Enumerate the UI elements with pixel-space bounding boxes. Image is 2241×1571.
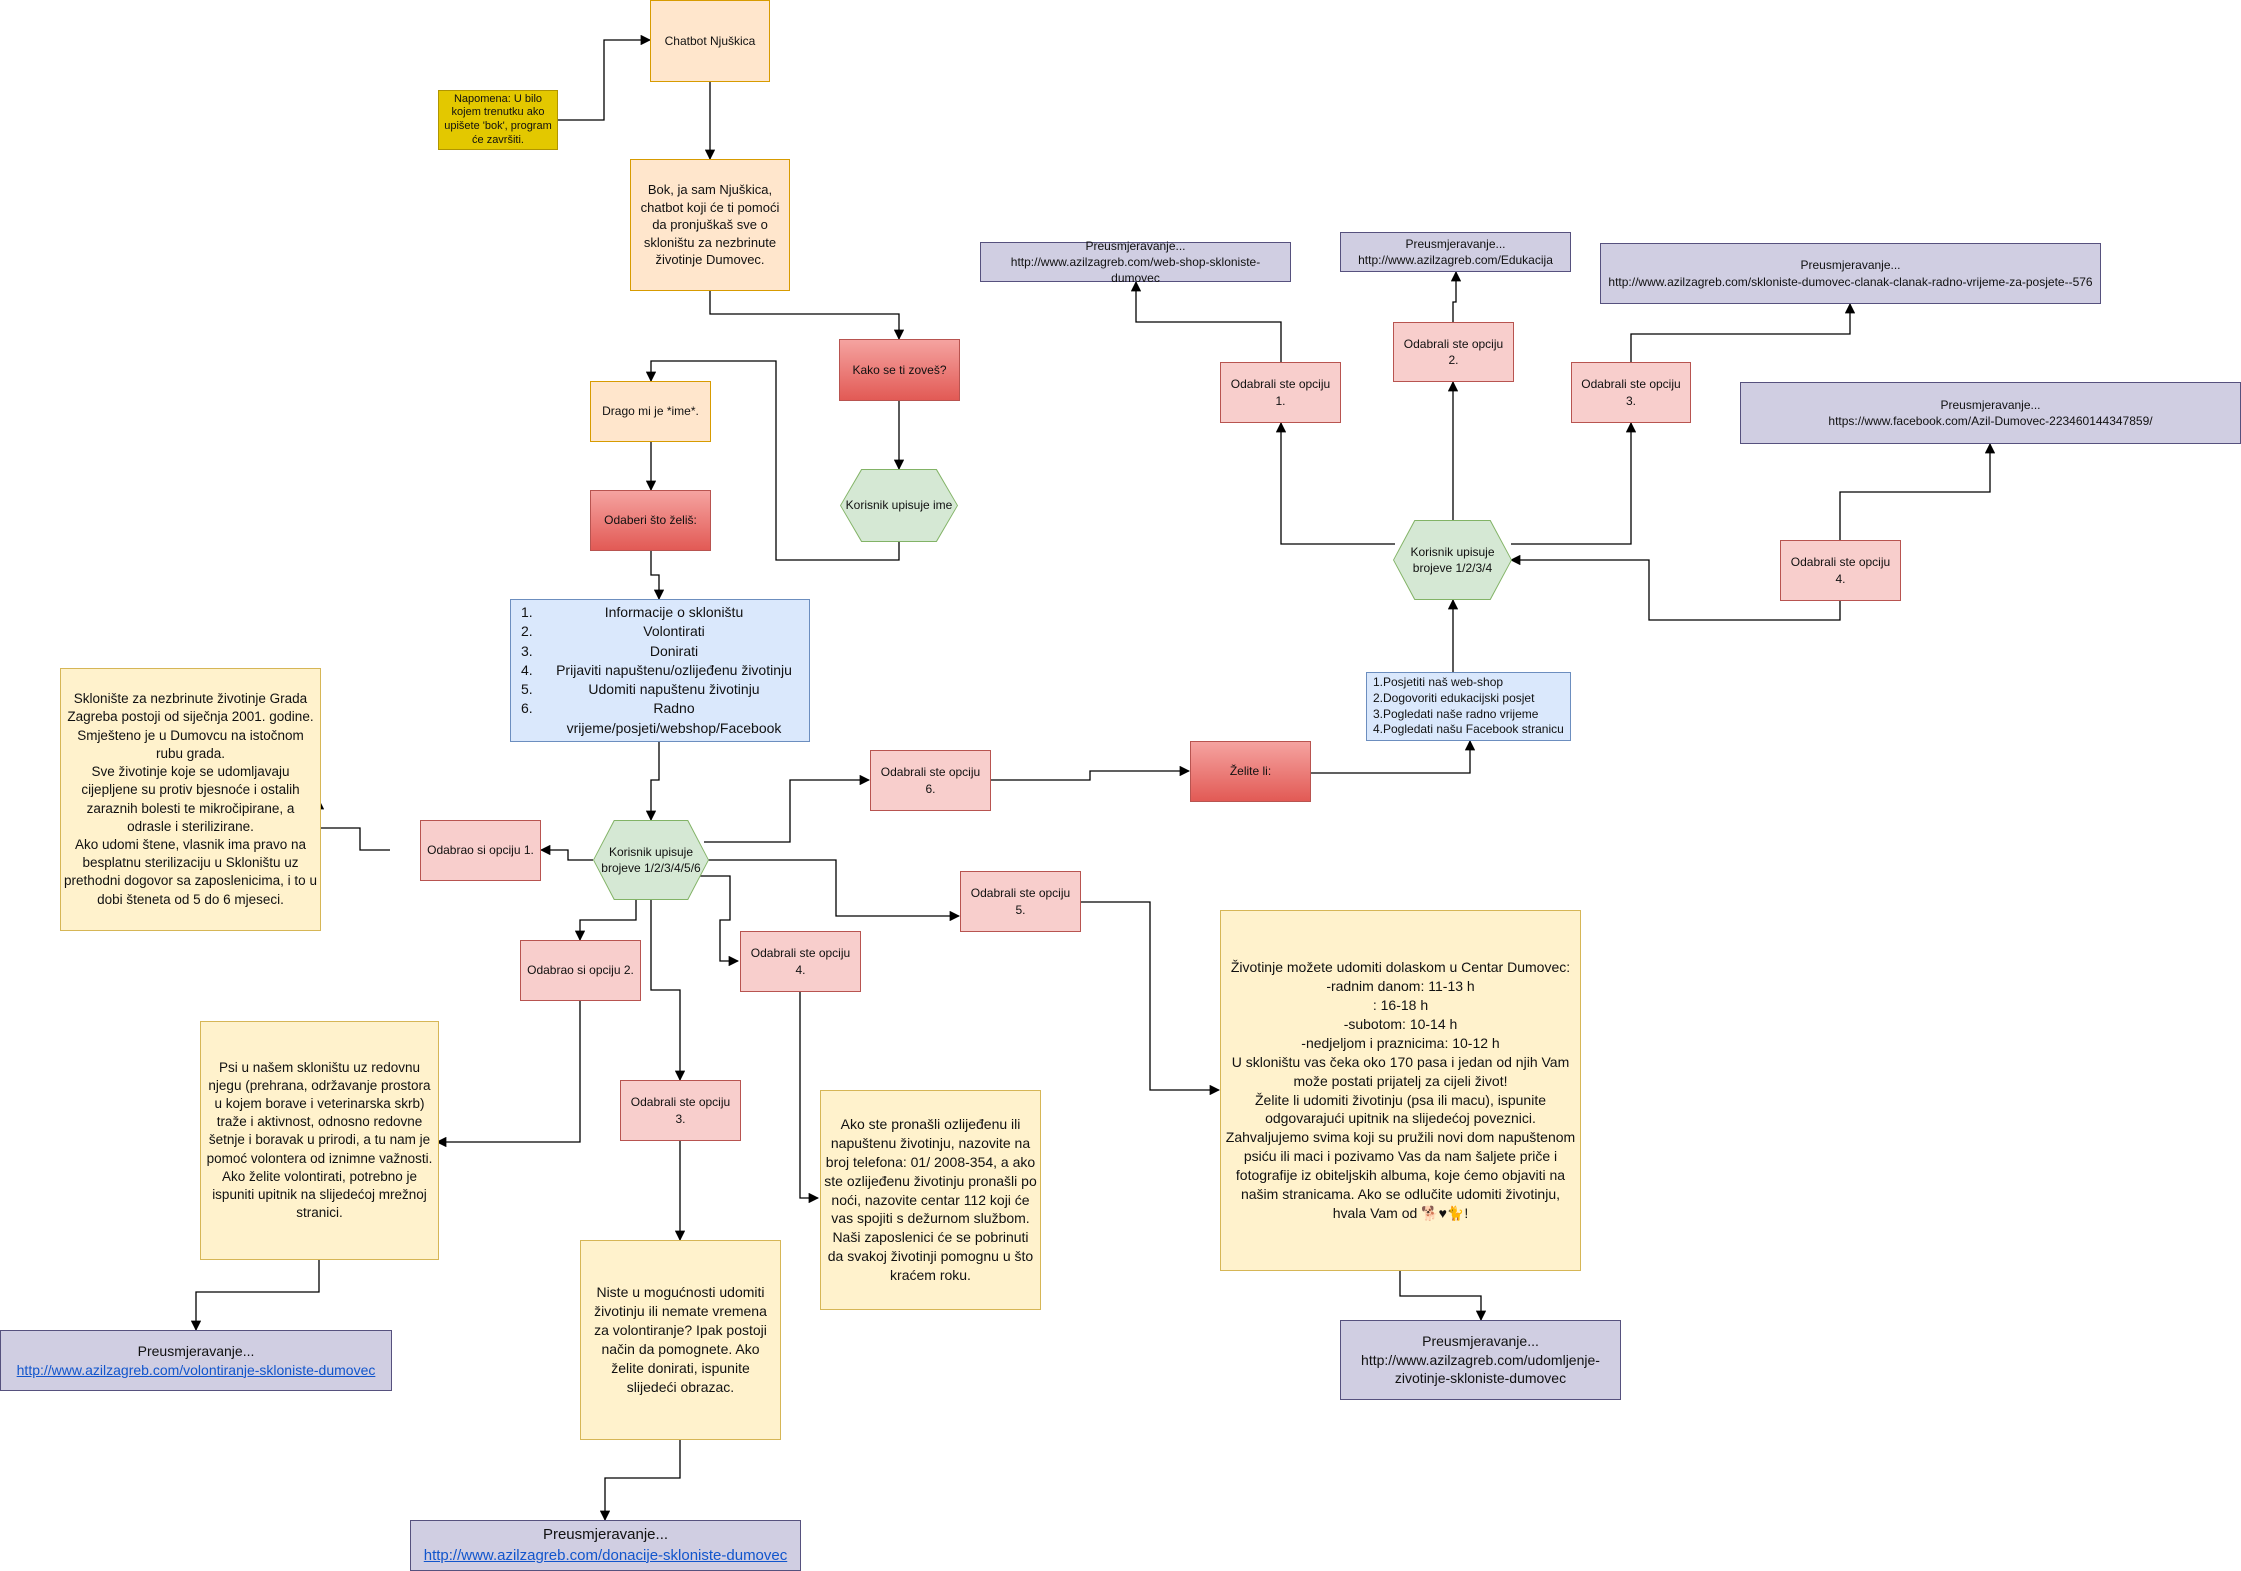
main-menu-item-label: Prijaviti napuštenu/ozlijeđenu životinju xyxy=(556,661,792,678)
sub-option2-node: Odabrali ste opciju 2. xyxy=(1393,322,1514,382)
edge-menu-choice xyxy=(645,742,660,822)
sub-option3-node: Odabrali ste opciju 3. xyxy=(1571,362,1691,423)
main-menu-item-number: 1. xyxy=(521,603,533,620)
edge-choice-opt2 xyxy=(574,900,637,942)
main-choice-label: Korisnik upisuje brojeve 1/2/3/4/5/6 xyxy=(594,821,708,899)
edge-opt6-want xyxy=(991,765,1191,781)
edge-sub3-hours xyxy=(1630,302,1856,362)
option2-node: Odabrao si opciju 2. xyxy=(520,940,641,1001)
main-menu-list: 1. Informacije o skloništu 2. Volontirati 3.… xyxy=(510,599,810,742)
sub-menu-item: 3.Pogledati naše radno vrijeme xyxy=(1373,706,1539,721)
webshop-redirect-node: Preusmjeravanje... http://www.azilzagreb… xyxy=(980,239,1291,285)
donate-redirect-node: Preusmjeravanje... http://www.azilzagreb… xyxy=(410,1520,801,1571)
option6-node: Odabrali ste opciju 6. xyxy=(870,750,991,811)
edge-username-greeting xyxy=(645,360,900,561)
edge-want-submenu xyxy=(1310,739,1476,774)
main-menu-item-number: 5. xyxy=(521,681,533,698)
main-menu-item-number: 4. xyxy=(521,661,533,678)
main-menu-item: 2. Volontirati xyxy=(521,622,799,641)
main-menu-item-label: Udomiti napuštenu životinju xyxy=(588,681,760,698)
intro-node: Bok, ja sam Njuškica, chatbot koji će ti… xyxy=(630,159,790,291)
donate-text-node: Niste u mogućnosti udomiti životinju ili… xyxy=(580,1240,781,1440)
facebook-redirect-node: Preusmjeravanje... https://www.facebook.… xyxy=(1740,382,2241,444)
edge-sub4-subchoice xyxy=(1509,554,1841,621)
greeting-node: Drago mi je *ime*. xyxy=(590,381,711,442)
edge-subchoice-sub3 xyxy=(1511,421,1637,545)
main-menu-item: 5. Udomiti napuštenu životinju xyxy=(521,680,799,699)
adopt-text-node: Životinje možete udomiti dolaskom u Cent… xyxy=(1220,910,1581,1271)
edge-choice-opt5 xyxy=(704,859,961,922)
main-menu-item: 4. Prijaviti napuštenu/ozlijeđenu životin… xyxy=(521,661,799,680)
sub-choice-label: Korisnik upisuje brojeve 1/2/3/4 xyxy=(1394,521,1511,599)
edge-choice-opt4 xyxy=(700,875,740,967)
main-menu-item: 1. Informacije o skloništu xyxy=(521,603,799,622)
volunteer-redirect-node: Preusmjeravanje... http://www.azilzagreb… xyxy=(0,1330,392,1391)
edge-subchoice-sub1 xyxy=(1275,421,1395,545)
volunteer-redirect-label: Preusmjeravanje... xyxy=(137,1342,255,1359)
main-menu-item: 6. Radno vrijeme/posjeti/webshop/Facebook xyxy=(521,699,799,738)
edge-intro-askname xyxy=(709,291,905,341)
edge-opt5-adopt xyxy=(1081,901,1221,1096)
edge-volunteer-redirect xyxy=(190,1260,320,1332)
option3-node: Odabrali ste opciju 3. xyxy=(620,1080,741,1141)
want-node: Želite li: xyxy=(1190,741,1311,802)
edge-sub4-fb xyxy=(1839,442,1996,540)
main-menu-item-label: Donirati xyxy=(649,642,699,659)
edge-choice-opt6 xyxy=(704,774,871,843)
edge-opt1-info xyxy=(313,798,390,851)
donate-redirect-label: Preusmjeravanje... xyxy=(542,1526,669,1544)
sub-option4-node: Odabrali ste opciju 4. xyxy=(1780,540,1901,601)
edu-redirect-node: Preusmjeravanje... http://www.azilzagreb… xyxy=(1340,232,1571,272)
volunteer-text-node: Psi u našem skloništu uz redovnu njegu (… xyxy=(200,1021,439,1260)
donate-link[interactable]: http://www.azilzagreb.com/donacije-sklon… xyxy=(423,1546,788,1564)
sub-choice-hex: Korisnik upisuje brojeve 1/2/3/4 xyxy=(1393,520,1512,600)
option1-node: Odabrao si opciju 1. xyxy=(420,820,541,881)
main-menu-item-label: Informacije o skloništu xyxy=(604,603,744,620)
user-name-hex: Korisnik upisuje ime xyxy=(840,469,958,542)
adopt-redirect-node: Preusmjeravanje... http://www.azilzagreb… xyxy=(1340,1320,1621,1400)
user-name-label: Korisnik upisuje ime xyxy=(841,470,957,541)
volunteer-link[interactable]: http://www.azilzagreb.com/volontiranje-s… xyxy=(16,1361,376,1378)
ask-name-node: Kako se ti zoveš? xyxy=(839,339,960,401)
edge-sub2-edu xyxy=(1450,270,1462,322)
report-text-node: Ako ste pronašli ozlijeđenu ili napušten… xyxy=(820,1090,1041,1310)
choose-node: Odaberi što želiš: xyxy=(590,490,711,551)
option4-node: Odabrali ste opciju 4. xyxy=(740,931,861,992)
main-choice-hex: Korisnik upisuje brojeve 1/2/3/4/5/6 xyxy=(593,820,709,900)
edge-opt4-report xyxy=(799,992,820,1204)
edge-sub1-webshop xyxy=(1130,280,1282,362)
edge-choice-opt3 xyxy=(650,900,686,1082)
edge-opt2-volunteer xyxy=(435,1001,581,1148)
sub-menu-item: 1.Posjetiti naš web-shop xyxy=(1373,675,1504,690)
sub-option1-node: Odabrali ste opciju 1. xyxy=(1220,362,1341,423)
edge-choice-opt1 xyxy=(539,844,593,861)
sub-menu-item: 2.Dogovoriti edukacijski posjet xyxy=(1373,690,1535,705)
main-menu-item-label: Volontirati xyxy=(643,623,705,640)
main-menu-item: 3. Donirati xyxy=(521,642,799,661)
start-node: Chatbot Njuškica xyxy=(650,0,770,82)
edge-donate-redirect xyxy=(599,1440,681,1522)
info-text-node: Sklonište za nezbrinute životinje Grada … xyxy=(60,668,321,931)
edge-choose-menu xyxy=(650,551,665,601)
note-node: Napomena: U bilo kojem trenutku ako upiš… xyxy=(438,90,558,150)
main-menu-item-number: 6. xyxy=(521,700,533,717)
main-menu-item-label: Radno vrijeme/posjeti/webshop/Facebook xyxy=(566,700,782,736)
edge-note-start xyxy=(558,34,652,121)
main-menu-item-number: 2. xyxy=(521,623,533,640)
edge-adopt-redirect xyxy=(1399,1271,1487,1322)
sub-menu-item: 4.Pogledati našu Facebook stranicu xyxy=(1373,722,1564,737)
hours-redirect-node: Preusmjeravanje... http://www.azilzagreb… xyxy=(1600,243,2101,304)
option5-node: Odabrali ste opciju 5. xyxy=(960,871,1081,932)
main-menu-item-number: 3. xyxy=(521,642,533,659)
